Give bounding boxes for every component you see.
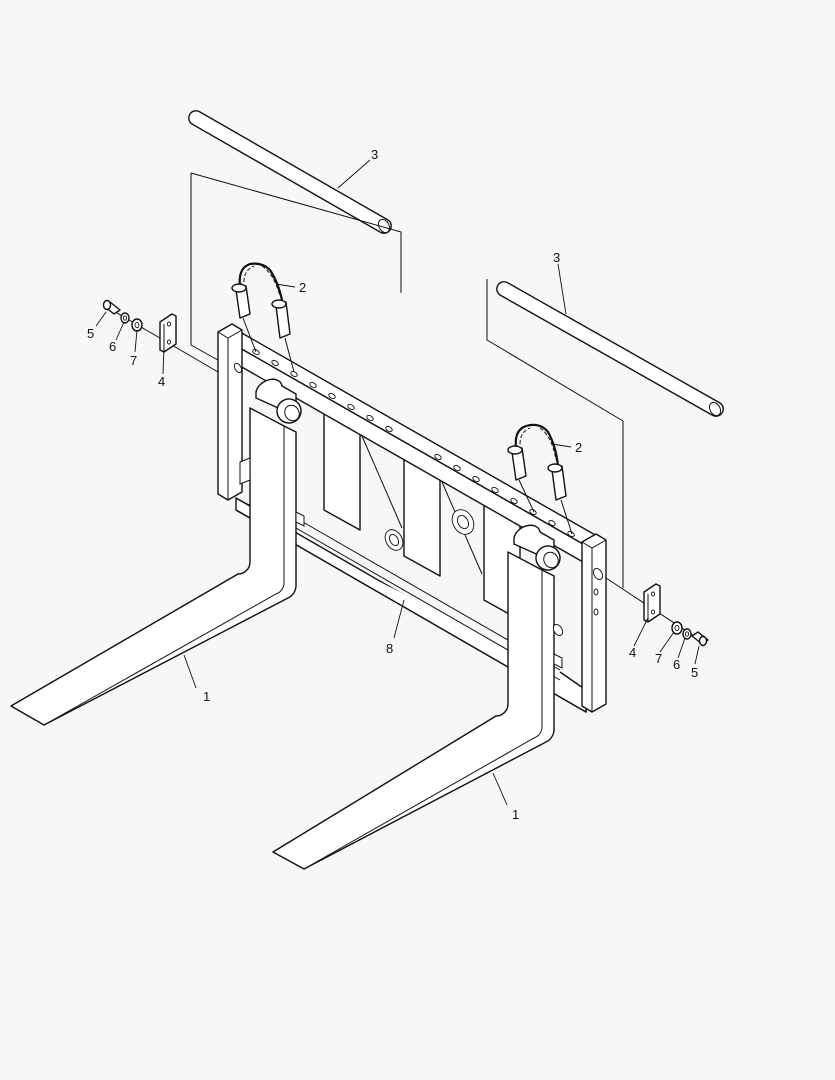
projection-line-rod-left: [190, 172, 402, 365]
callout-labels: 1 1 2 2 3 3 4 4 5 5 6 6 7 7 8: [87, 147, 698, 822]
fork-right: [272, 524, 564, 870]
callout-frame: 8: [386, 641, 393, 656]
fork-left: [10, 378, 305, 726]
callout-pin-chain-right: 2: [575, 440, 582, 455]
carriage-frame: [217, 323, 607, 713]
leader-lines: [95, 159, 700, 806]
rod-left: [188, 110, 392, 234]
callout-washer-right: 6: [673, 657, 680, 672]
callout-plate-left: 4: [158, 374, 165, 389]
callout-fork-right: 1: [512, 807, 519, 822]
pin-chain-left: [231, 262, 295, 373]
callout-rod-right: 3: [553, 250, 560, 265]
callout-nut-right: 7: [655, 651, 662, 666]
projection-line-rod-right: [486, 279, 624, 588]
callout-bolt-left: 5: [87, 326, 94, 341]
callout-plate-right: 4: [629, 645, 636, 660]
callout-washer-left: 6: [109, 339, 116, 354]
callout-pin-chain-left: 2: [299, 280, 306, 295]
pin-chain-right: [507, 423, 573, 535]
hardware-right: [605, 577, 709, 647]
callout-bolt-right: 5: [691, 665, 698, 680]
callout-fork-left: 1: [203, 689, 210, 704]
rod-right: [496, 281, 724, 417]
rail-holes: [252, 348, 575, 538]
hardware-left: [102, 299, 219, 373]
callout-rod-left: 3: [371, 147, 378, 162]
callout-nut-left: 7: [130, 353, 137, 368]
